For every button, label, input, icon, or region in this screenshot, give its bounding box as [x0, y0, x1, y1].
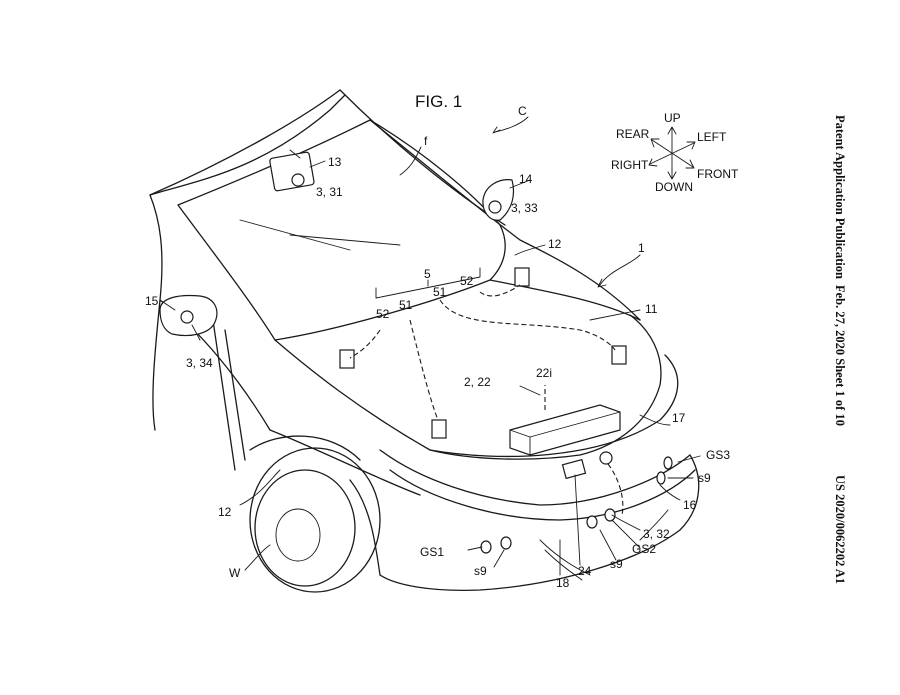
label-gs1: GS1 [420, 545, 444, 559]
control-unit-box [509, 404, 621, 456]
gs3-sensor-icon [663, 456, 673, 470]
sensor-wiring [349, 284, 624, 516]
dir-down: DOWN [655, 180, 693, 194]
camera-34-icon [180, 310, 194, 324]
label-gs3: GS3 [706, 448, 730, 462]
sensor-box-icon [339, 349, 355, 369]
label-s9-right: s9 [698, 471, 711, 485]
dir-up: UP [664, 111, 681, 125]
dir-rear: REAR [616, 127, 650, 141]
camera-sensors [180, 173, 673, 554]
sensor-box-icon [514, 267, 530, 287]
label-18: 18 [556, 576, 570, 590]
leader-lines [159, 116, 701, 576]
camera-31-icon [291, 173, 305, 187]
label-s9-mid: s9 [610, 557, 623, 571]
sensor-box-icon [611, 345, 627, 365]
header-publication: Patent Application Publication [833, 115, 847, 279]
label-15: 15 [145, 294, 159, 308]
label-11: 11 [645, 302, 658, 316]
label-52-right: 52 [460, 274, 474, 288]
label-17: 17 [672, 411, 686, 425]
vertical-header: Patent Application Publication Feb. 27, … [833, 115, 847, 584]
label-3-34: 3, 34 [186, 356, 213, 370]
camera-32-icon [599, 451, 613, 465]
label-22i: 22i [536, 366, 552, 380]
label-2-22: 2, 22 [464, 375, 491, 389]
label-1: 1 [638, 241, 645, 255]
label-14: 14 [519, 172, 533, 186]
label-13: 13 [328, 155, 342, 169]
label-s9-left: s9 [474, 564, 487, 578]
label-gs2: GS2 [632, 542, 656, 556]
label-3-32: 3, 32 [643, 527, 670, 541]
sensor-box-icon [431, 419, 447, 439]
label-16: 16 [683, 498, 697, 512]
dir-front: FRONT [697, 167, 739, 181]
gs1-sensor-icon [480, 540, 492, 554]
label-3-33: 3, 33 [511, 201, 538, 215]
label-w: W [229, 566, 241, 580]
direction-compass-icon [648, 126, 696, 180]
label-51-left: 51 [399, 298, 413, 312]
header-date-sheet: Feb. 27, 2020 Sheet 1 of 10 [833, 285, 847, 426]
label-12-top: 12 [548, 237, 562, 251]
label-51-right: 51 [433, 285, 447, 299]
camera-33-icon [488, 200, 502, 214]
label-24: 24 [578, 564, 592, 578]
label-52-left: 52 [376, 307, 390, 321]
dir-left: LEFT [697, 130, 727, 144]
label-12-bottom: 12 [218, 505, 232, 519]
label-5: 5 [424, 267, 431, 281]
header-number: US 2020/0062202 A1 [833, 475, 847, 584]
label-c: C [518, 104, 527, 118]
figure-title: FIG. 1 [415, 92, 462, 111]
gs2-sensor-icon [586, 515, 598, 529]
reference-labels: C f 13 3, 31 14 3, 33 12 1 11 5 51 51 52… [145, 104, 730, 590]
dir-right: RIGHT [611, 158, 649, 172]
label-3-31: 3, 31 [316, 185, 343, 199]
label-f: f [424, 134, 428, 148]
